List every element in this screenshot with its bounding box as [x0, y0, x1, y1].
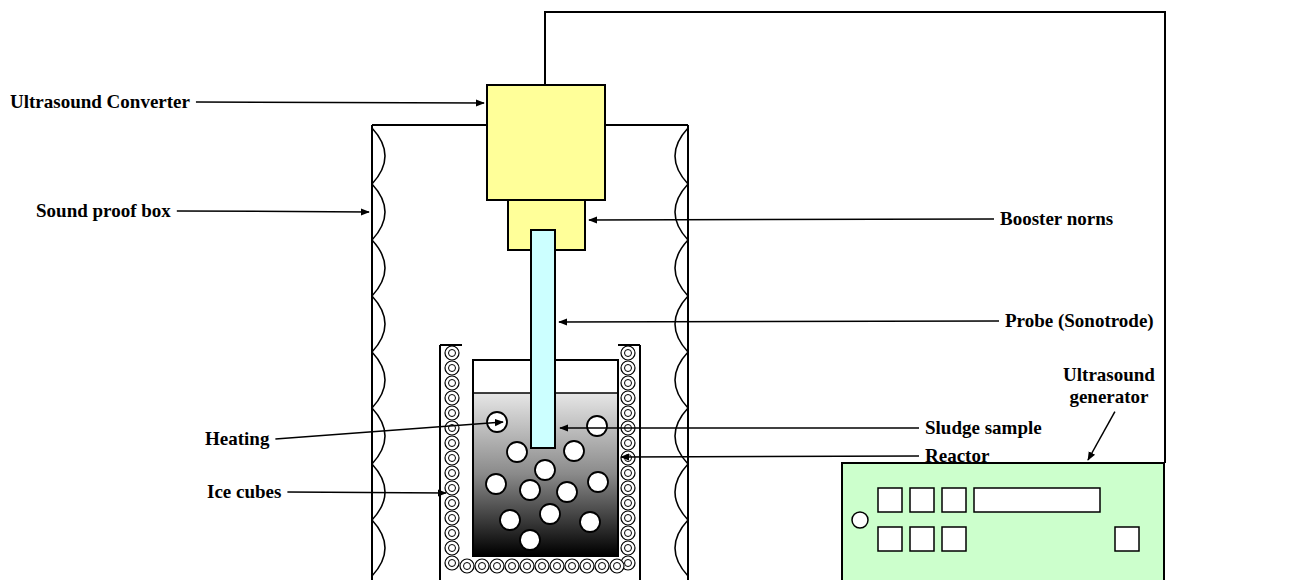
ultrasound-generator: [842, 463, 1164, 580]
leader-arrow: [621, 456, 919, 457]
leader-arrow: [287, 492, 446, 493]
converter-body: [487, 85, 605, 200]
part-label: Booster norns: [1000, 208, 1113, 230]
part-label: Sound proof box: [36, 200, 171, 222]
leader-arrow: [275, 422, 503, 439]
leader-arrow: [196, 102, 484, 103]
leader-arrow: [560, 427, 919, 429]
leader-arrow: [589, 219, 994, 220]
part-label: Heating: [205, 428, 269, 450]
part-label: Ultrasound generator: [1050, 364, 1168, 408]
part-label: Probe (Sonotrode): [1005, 310, 1154, 332]
leader-arrow: [177, 211, 369, 212]
leader-arrow: [559, 321, 999, 322]
part-label: Sludge sample: [925, 417, 1042, 439]
probe-sonotrode: [531, 230, 555, 448]
part-label: Reactor: [925, 445, 989, 467]
part-label: Ultrasound Converter: [10, 91, 190, 113]
leader-arrow: [1088, 412, 1115, 460]
part-label: Ice cubes: [207, 481, 281, 503]
